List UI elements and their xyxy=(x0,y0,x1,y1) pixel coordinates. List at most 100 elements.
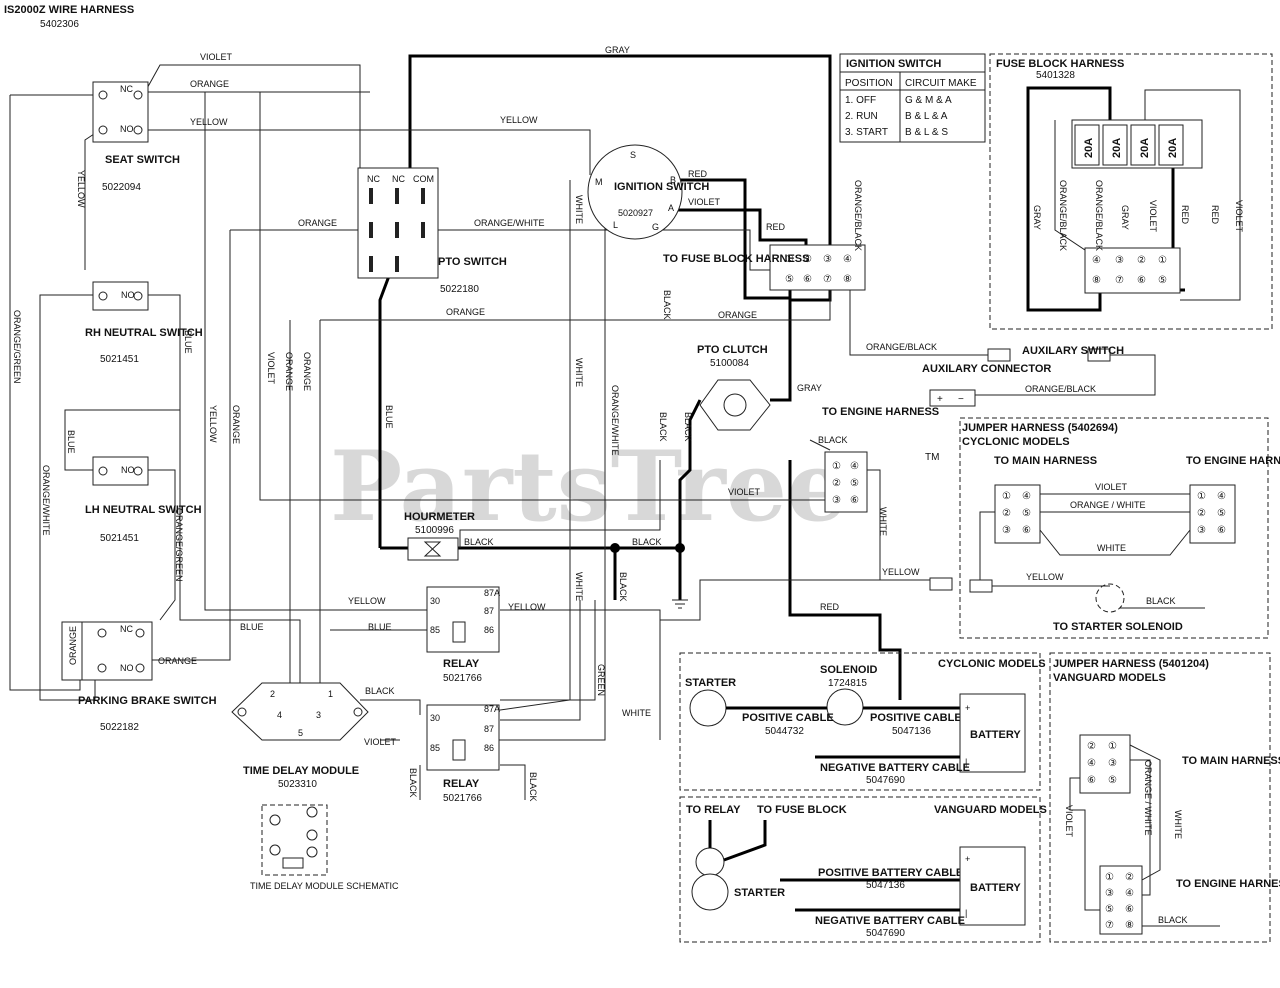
svg-text:①: ① xyxy=(1197,491,1206,502)
van-neg: NEGATIVE BATTERY CABLE xyxy=(815,915,965,927)
svg-text:③: ③ xyxy=(832,495,841,506)
svg-text:⑧: ⑧ xyxy=(843,274,852,285)
pto-clutch-part: 5100084 xyxy=(710,358,749,369)
r2-87a: 87A xyxy=(484,704,500,714)
lbl-yellow-4: YELLOW xyxy=(348,596,386,606)
svg-text:④: ④ xyxy=(1087,758,1096,769)
svg-text:⑧: ⑧ xyxy=(1092,275,1101,286)
lbl-v-violet-1: VIOLET xyxy=(266,352,276,385)
cyc-pos1-part: 5044732 xyxy=(765,726,804,737)
jc-violet: VIOLET xyxy=(1095,482,1128,492)
lh-neutral-part: 5021451 xyxy=(100,533,139,544)
ign-pin-g: G xyxy=(652,222,659,232)
svg-text:⑥: ⑥ xyxy=(1217,525,1226,536)
fuse-3: 20A xyxy=(1139,138,1151,158)
relay-1: 30 87A 87 85 86 RELAY 5021766 xyxy=(426,586,500,684)
svg-text:③: ③ xyxy=(1108,758,1117,769)
hourmeter-label: HOURMETER xyxy=(404,511,475,523)
fb-orange-black-1: ORANGE/BLACK xyxy=(1058,180,1068,251)
ign-table-title: IGNITION SWITCH xyxy=(846,58,941,70)
svg-text:⑥: ⑥ xyxy=(803,274,812,285)
lbl-violet-1: VIOLET xyxy=(200,52,233,62)
lbl-orange-5: ORANGE xyxy=(158,656,197,666)
jumper-harness-vanguard: JUMPER HARNESS (5401204) VANGUARD MODELS… xyxy=(1049,652,1280,943)
r2-30: 30 xyxy=(430,713,440,723)
lbl-v-ow-1: ORANGE/WHITE xyxy=(41,465,51,536)
cyc-neg-part: 5047690 xyxy=(866,775,905,786)
park-tag: ORANGE xyxy=(68,626,78,665)
jc-yellow: YELLOW xyxy=(1026,572,1064,582)
lbl-gray-1: GRAY xyxy=(605,45,630,55)
lbl-red-3: RED xyxy=(820,602,840,612)
tdm-p3: 3 xyxy=(316,710,321,720)
trademark: TM xyxy=(925,452,939,463)
lbl-v-yellow-1: YELLOW xyxy=(76,170,86,208)
tdm-p4: 4 xyxy=(277,710,282,720)
lbl-orange-1: ORANGE xyxy=(190,79,229,89)
svg-text:②: ② xyxy=(1125,872,1134,883)
relay-1-label: RELAY xyxy=(443,658,480,670)
svg-text:③: ③ xyxy=(1002,525,1011,536)
cyc-pos2-part: 5047136 xyxy=(892,726,931,737)
svg-text:⑥: ⑥ xyxy=(850,495,859,506)
tdm-schematic: TIME DELAY MODULE SCHEMATIC xyxy=(250,804,399,891)
ign-row2-pos: 3. START xyxy=(845,127,888,138)
lbl-gray-2: GRAY xyxy=(797,383,822,393)
ign-row0-make: G & M & A xyxy=(905,95,952,106)
ign-row2-make: B & L & S xyxy=(905,127,948,138)
svg-text:①: ① xyxy=(832,461,841,472)
jc-black: BLACK xyxy=(1146,596,1176,606)
pto-switch-label: PTO SWITCH xyxy=(438,256,507,268)
pto-nc-1: NC xyxy=(367,174,380,184)
van-starter: STARTER xyxy=(734,887,785,899)
svg-text:+: + xyxy=(965,703,970,713)
pto-switch: NC NC COM PTO SWITCH 5022180 xyxy=(357,167,507,295)
ign-pin-s: S xyxy=(630,150,636,160)
lbl-v-black-2: BLACK xyxy=(662,290,672,320)
cyc-battery: BATTERY xyxy=(970,729,1021,741)
cyc-neg: NEGATIVE BATTERY CABLE xyxy=(820,762,970,774)
lbl-v-white-4: WHITE xyxy=(878,507,888,536)
lbl-v-blue-1: BLUE xyxy=(183,330,193,354)
jc-white: WHITE xyxy=(1097,543,1126,553)
parking-brake-switch: ORANGE NC NO PARKING BRAKE SWITCH 502218… xyxy=(61,621,217,733)
lbl-white-1: WHITE xyxy=(622,708,651,718)
svg-text:④: ④ xyxy=(1217,491,1226,502)
fuse-conn-label: TO FUSE BLOCK HARNESS xyxy=(663,253,809,265)
r1-85: 85 xyxy=(430,625,440,635)
svg-text:②: ② xyxy=(1087,741,1096,752)
lbl-v-black-1: BLACK xyxy=(618,572,628,602)
diagram-title: IS2000Z WIRE HARNESS xyxy=(4,4,134,16)
svg-text:⑥: ⑥ xyxy=(1125,904,1134,915)
fuse-block-part: 5401328 xyxy=(1036,70,1075,81)
watermark: PartsTree xyxy=(330,430,848,543)
pto-com: COM xyxy=(413,174,434,184)
aux-minus: − xyxy=(958,394,964,405)
ign-pin-a: A xyxy=(668,203,674,213)
pto-switch-part: 5022180 xyxy=(440,284,479,295)
cyc-pos2: POSITIVE CABLE xyxy=(870,712,962,724)
fb-gray: GRAY xyxy=(1032,205,1042,230)
svg-text:⑥: ⑥ xyxy=(1022,525,1031,536)
svg-text:③: ③ xyxy=(823,254,832,265)
svg-text:②: ② xyxy=(832,478,841,489)
svg-text:⑦: ⑦ xyxy=(823,274,832,285)
lbl-ob-1: ORANGE/BLACK xyxy=(866,342,937,352)
lbl-v-og-1: ORANGE/GREEN xyxy=(12,310,22,384)
cyc-solenoid-part: 1724815 xyxy=(828,678,867,689)
van-to-fuse: TO FUSE BLOCK xyxy=(757,804,847,816)
lbl-yellow-2: YELLOW xyxy=(500,115,538,125)
svg-text:⑤: ⑤ xyxy=(1158,275,1167,286)
jv-black: BLACK xyxy=(1158,915,1188,925)
ign-row1-pos: 2. RUN xyxy=(845,111,878,122)
lbl-violet-3: VIOLET xyxy=(728,487,761,497)
svg-text:④: ④ xyxy=(1022,491,1031,502)
ignition-switch-part: 5020927 xyxy=(618,208,653,218)
relay-2-part: 5021766 xyxy=(443,793,482,804)
lh-neutral-label: LH NEUTRAL SWITCH xyxy=(85,504,202,516)
lh-neutral-switch: NO LH NEUTRAL SWITCH 5021451 xyxy=(85,456,202,544)
svg-text:|: | xyxy=(965,908,967,918)
cyc-solenoid: SOLENOID xyxy=(820,664,878,676)
jc-right: TO ENGINE HARNESS xyxy=(1186,455,1280,467)
